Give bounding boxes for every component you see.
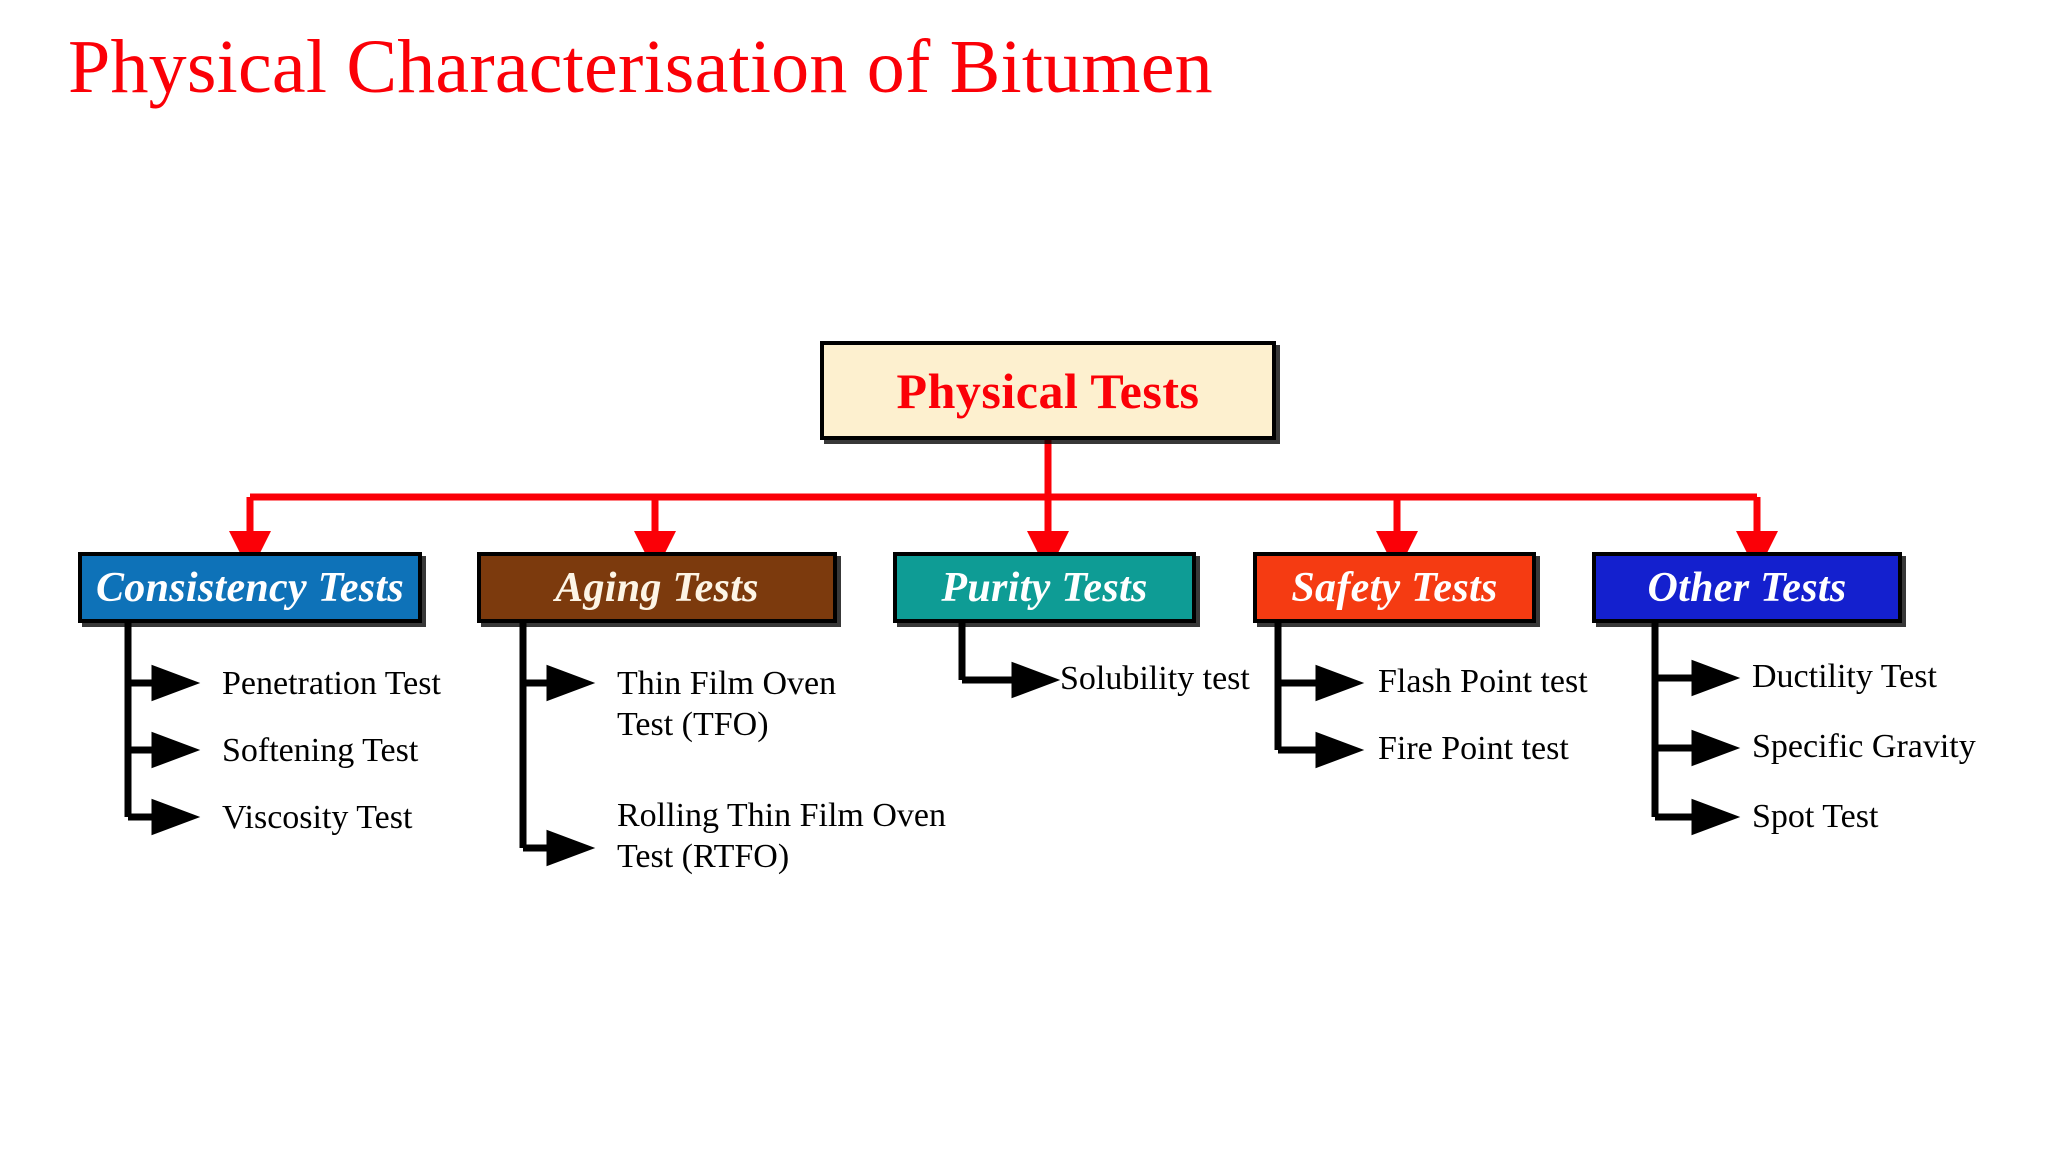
leaf-spot-test[interactable]: Spot Test [1752, 798, 1879, 835]
leaf-solubility-test[interactable]: Solubility test [1060, 660, 1250, 697]
leaf-flash-point-test[interactable]: Flash Point test [1378, 663, 1588, 700]
node-consistency-tests-label: Consistency Tests [95, 564, 405, 611]
leaf-ductility-test[interactable]: Ductility Test [1752, 658, 1937, 695]
node-consistency-tests[interactable]: Consistency Tests [78, 552, 422, 623]
leaf-fire-point-test[interactable]: Fire Point test [1378, 730, 1569, 767]
node-purity-tests-label: Purity Tests [941, 564, 1148, 611]
branch-purity-connectors [958, 623, 1061, 699]
branch-aging-connectors [519, 623, 596, 867]
node-purity-tests[interactable]: Purity Tests [893, 552, 1196, 623]
node-physical-tests-label: Physical Tests [896, 362, 1200, 419]
branch-other-connectors [1651, 623, 1741, 836]
node-other-tests[interactable]: Other Tests [1592, 552, 1902, 623]
branch-consistency-connectors [124, 623, 201, 836]
node-aging-tests-label: Aging Tests [555, 564, 759, 611]
node-safety-tests[interactable]: Safety Tests [1253, 552, 1536, 623]
branch-safety-connectors [1274, 623, 1365, 769]
page-title: Physical Characterisation of Bitumen [68, 25, 1213, 109]
node-aging-tests[interactable]: Aging Tests [477, 552, 837, 623]
node-safety-tests-label: Safety Tests [1291, 564, 1498, 611]
node-other-tests-label: Other Tests [1647, 564, 1847, 611]
leaf-viscosity-test[interactable]: Viscosity Test [222, 799, 413, 836]
leaf-softening-test[interactable]: Softening Test [222, 732, 419, 769]
node-physical-tests[interactable]: Physical Tests [820, 341, 1276, 440]
leaf-specific-gravity[interactable]: Specific Gravity [1752, 728, 1976, 765]
leaf-rolling-thin-film-oven-test[interactable]: Rolling Thin Film Oven Test (RTFO) [617, 797, 947, 876]
leaf-thin-film-oven-test[interactable]: Thin Film Oven Test (TFO) [617, 665, 837, 744]
leaf-penetration-test[interactable]: Penetration Test [222, 665, 441, 702]
red-connector-group [229, 440, 1778, 573]
